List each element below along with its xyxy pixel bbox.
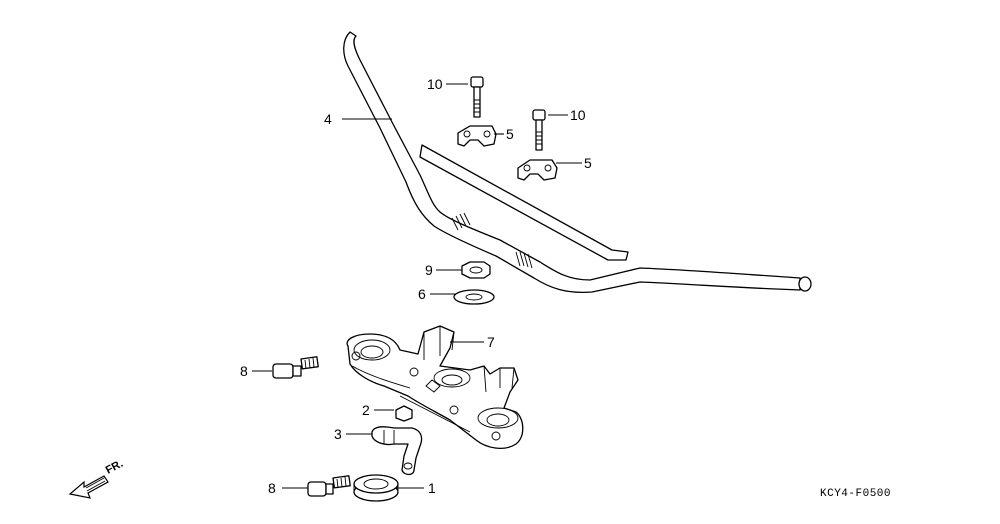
callout-cap: 2 <box>362 402 370 418</box>
callout-washer: 6 <box>418 286 426 302</box>
bolt-8-side <box>272 356 319 379</box>
upper-holder-right <box>517 159 558 181</box>
callout-bolt-bottom: 8 <box>268 480 276 496</box>
washer-6 <box>453 289 495 305</box>
callout-bolt-left: 10 <box>427 76 443 92</box>
nut-9 <box>461 261 491 279</box>
handlebar <box>343 31 812 294</box>
bolt-10-right <box>532 109 546 151</box>
clamp-3 <box>371 426 423 476</box>
bolt-8-bottom <box>307 475 351 497</box>
callout-nut: 9 <box>425 262 433 278</box>
direction-label: FR. <box>104 458 125 477</box>
top-bridge <box>346 325 524 450</box>
callout-handlebar: 4 <box>324 111 332 127</box>
grommet-1 <box>353 474 399 502</box>
callout-grommet: 1 <box>428 480 436 496</box>
diagram-code: KCY4-F0500 <box>820 488 891 500</box>
callout-bolt-side: 8 <box>240 363 248 379</box>
callout-clamp: 3 <box>334 426 342 442</box>
cap-2 <box>395 405 413 422</box>
callout-holder-left: 5 <box>506 126 514 142</box>
callouts: 4 10 10 5 5 9 6 7 8 2 3 8 1 <box>240 76 592 496</box>
front-direction-arrow: FR. <box>68 458 125 499</box>
callout-top-bridge: 7 <box>487 334 495 350</box>
leader-lines <box>252 83 582 489</box>
bolt-10-left <box>470 76 484 118</box>
upper-holder-left <box>457 125 497 147</box>
callout-bolt-right: 10 <box>570 107 586 123</box>
callout-holder-right: 5 <box>584 155 592 171</box>
